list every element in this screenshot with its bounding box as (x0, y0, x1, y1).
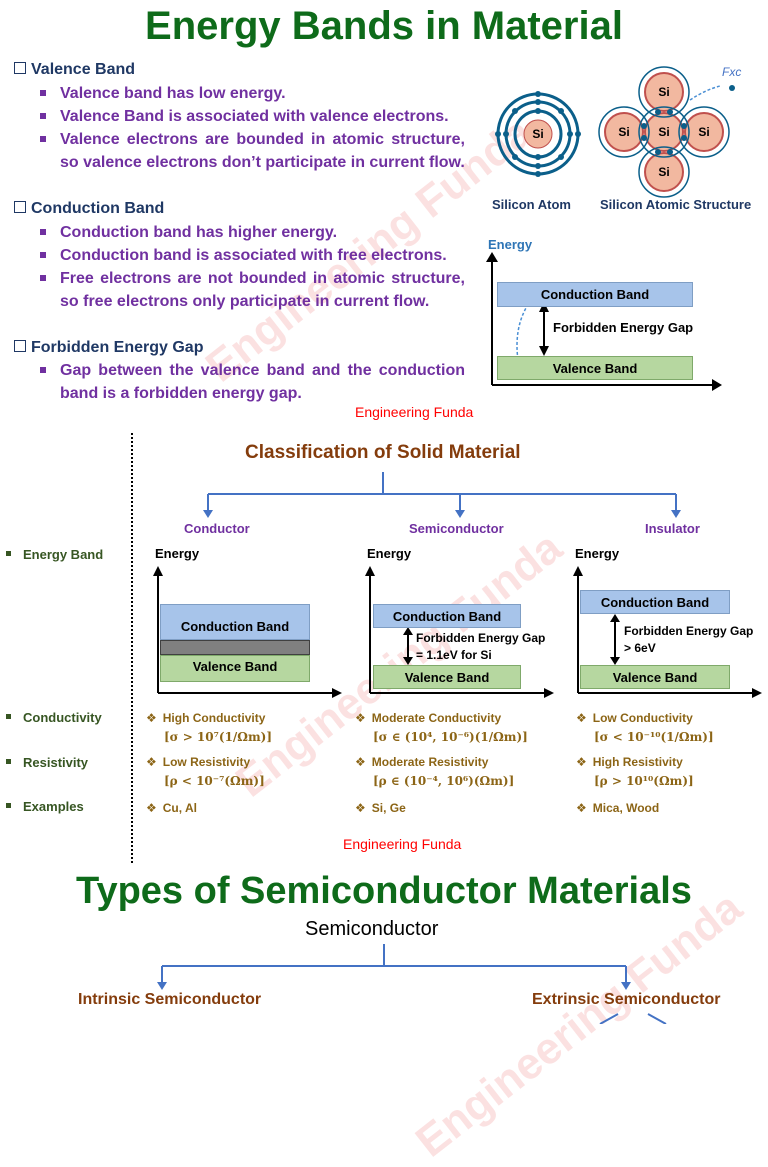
conduction-bullet: Conduction band is associated with free … (40, 244, 465, 267)
ins-resistivity: ❖High Resistivity[ρ > 10¹⁰(Ωm)] (576, 755, 694, 788)
conductor-conductivity: ❖High Conductivity[σ > 10⁷(1/Ωm)] (146, 711, 273, 744)
watermark: Engineering Funda (406, 882, 751, 1167)
col-semiconductor: Semiconductor (409, 521, 504, 536)
free-electron-label: Fxc (722, 65, 741, 79)
col-insulator: Insulator (645, 521, 700, 536)
ins-gap-label-2: > 6eV (624, 641, 656, 655)
ins-valence-band: Valence Band (580, 665, 730, 689)
checkbox-icon (14, 200, 26, 213)
gap-heading: Forbidden Energy Gap (14, 339, 203, 357)
semi-conductivity: ❖Moderate Conductivity[σ ∈ (10⁴, 10⁻⁶)(1… (355, 711, 528, 744)
conductor-resistivity: ❖Low Resistivity[ρ < 10⁻⁷(Ωm)] (146, 755, 265, 788)
types-tree (157, 944, 631, 990)
types-right: Extrinsic Semiconductor (532, 991, 721, 1008)
conduction-heading: Conduction Band (14, 200, 164, 218)
page-title: Energy Bands in Material (145, 4, 623, 48)
svg-text:Si: Si (618, 125, 629, 139)
gap-bullet: Gap between the valence band and the con… (40, 359, 465, 405)
ins-examples: ❖Mica, Wood (576, 801, 660, 815)
types-left: Intrinsic Semiconductor (78, 991, 262, 1008)
ins-gap-label-1: Forbidden Energy Gap (624, 624, 754, 638)
ins-conductivity: ❖Low Conductivity[σ < 10⁻¹⁰(1/Ωm)] (576, 711, 714, 744)
svg-text:Si: Si (532, 127, 543, 141)
dotted-divider (131, 433, 133, 863)
types-subtree (599, 1013, 667, 1024)
conductor-energy-label: Energy (155, 546, 200, 561)
conduction-bullet: Free electrons are not bounded in atomic… (40, 267, 465, 313)
semi-gap-label-1: Forbidden Energy Gap (416, 631, 546, 645)
semi-examples: ❖Si, Ge (355, 801, 406, 815)
row-energy-band: Energy Band (6, 547, 103, 562)
row-conductivity: Conductivity (6, 710, 102, 725)
row-resistivity: Resistivity (6, 755, 88, 770)
valence-bullet: Valence Band is associated with valence … (40, 105, 465, 128)
classification-title: Classification of Solid Material (245, 442, 521, 463)
valence-bullet: Valence band has low energy. (40, 82, 465, 105)
conductor-conduction-band: Conduction Band (160, 604, 310, 640)
types-root: Semiconductor (305, 918, 439, 940)
semi-axes (365, 566, 554, 698)
credit-1: Engineering Funda (355, 404, 474, 420)
row-examples: Examples (6, 799, 84, 814)
checkbox-icon (14, 339, 26, 352)
checkbox-icon (14, 61, 26, 74)
silicon-atom-diagram: Fxc Si Si Si Si Si Si (495, 65, 741, 198)
semi-valence-band: Valence Band (373, 665, 521, 689)
conductor-examples: ❖Cu, Al (146, 801, 197, 815)
silicon-atom-caption: Silicon Atom (492, 197, 571, 212)
top-gap-label: Forbidden Energy Gap (553, 320, 694, 335)
conductor-axes (153, 566, 342, 698)
conduction-bullet: Conduction band has higher energy. (40, 221, 465, 244)
top-conduction-band: Conduction Band (497, 282, 693, 307)
valence-heading: Valence Band (14, 61, 135, 79)
energy-axis-label: Energy (488, 237, 533, 252)
semi-energy-label: Energy (367, 546, 412, 561)
classification-tree (203, 472, 681, 518)
semi-conduction-band: Conduction Band (373, 604, 521, 628)
conductor-overlap (160, 640, 310, 655)
svg-text:Si: Si (658, 125, 669, 139)
svg-text:Si: Si (698, 125, 709, 139)
ins-conduction-band: Conduction Band (580, 590, 730, 614)
svg-text:Si: Si (658, 165, 669, 179)
credit-2: Engineering Funda (343, 836, 462, 852)
valence-bullet: Valence electrons are bounded in atomic … (40, 128, 465, 174)
col-conductor: Conductor (184, 521, 250, 536)
svg-text:Si: Si (658, 85, 669, 99)
conductor-valence-band: Valence Band (160, 655, 310, 682)
silicon-structure-caption: Silicon Atomic Structure (600, 197, 752, 212)
top-valence-band: Valence Band (497, 356, 693, 380)
ins-axes (573, 566, 762, 698)
ins-energy-label: Energy (575, 546, 620, 561)
semi-gap-label-2: = 1.1eV for Si (416, 648, 492, 662)
semi-resistivity: ❖Moderate Resistivity[ρ ∈ (10⁻⁴, 10⁶)(Ωm… (355, 755, 515, 788)
types-title: Types of Semiconductor Materials (76, 870, 692, 912)
